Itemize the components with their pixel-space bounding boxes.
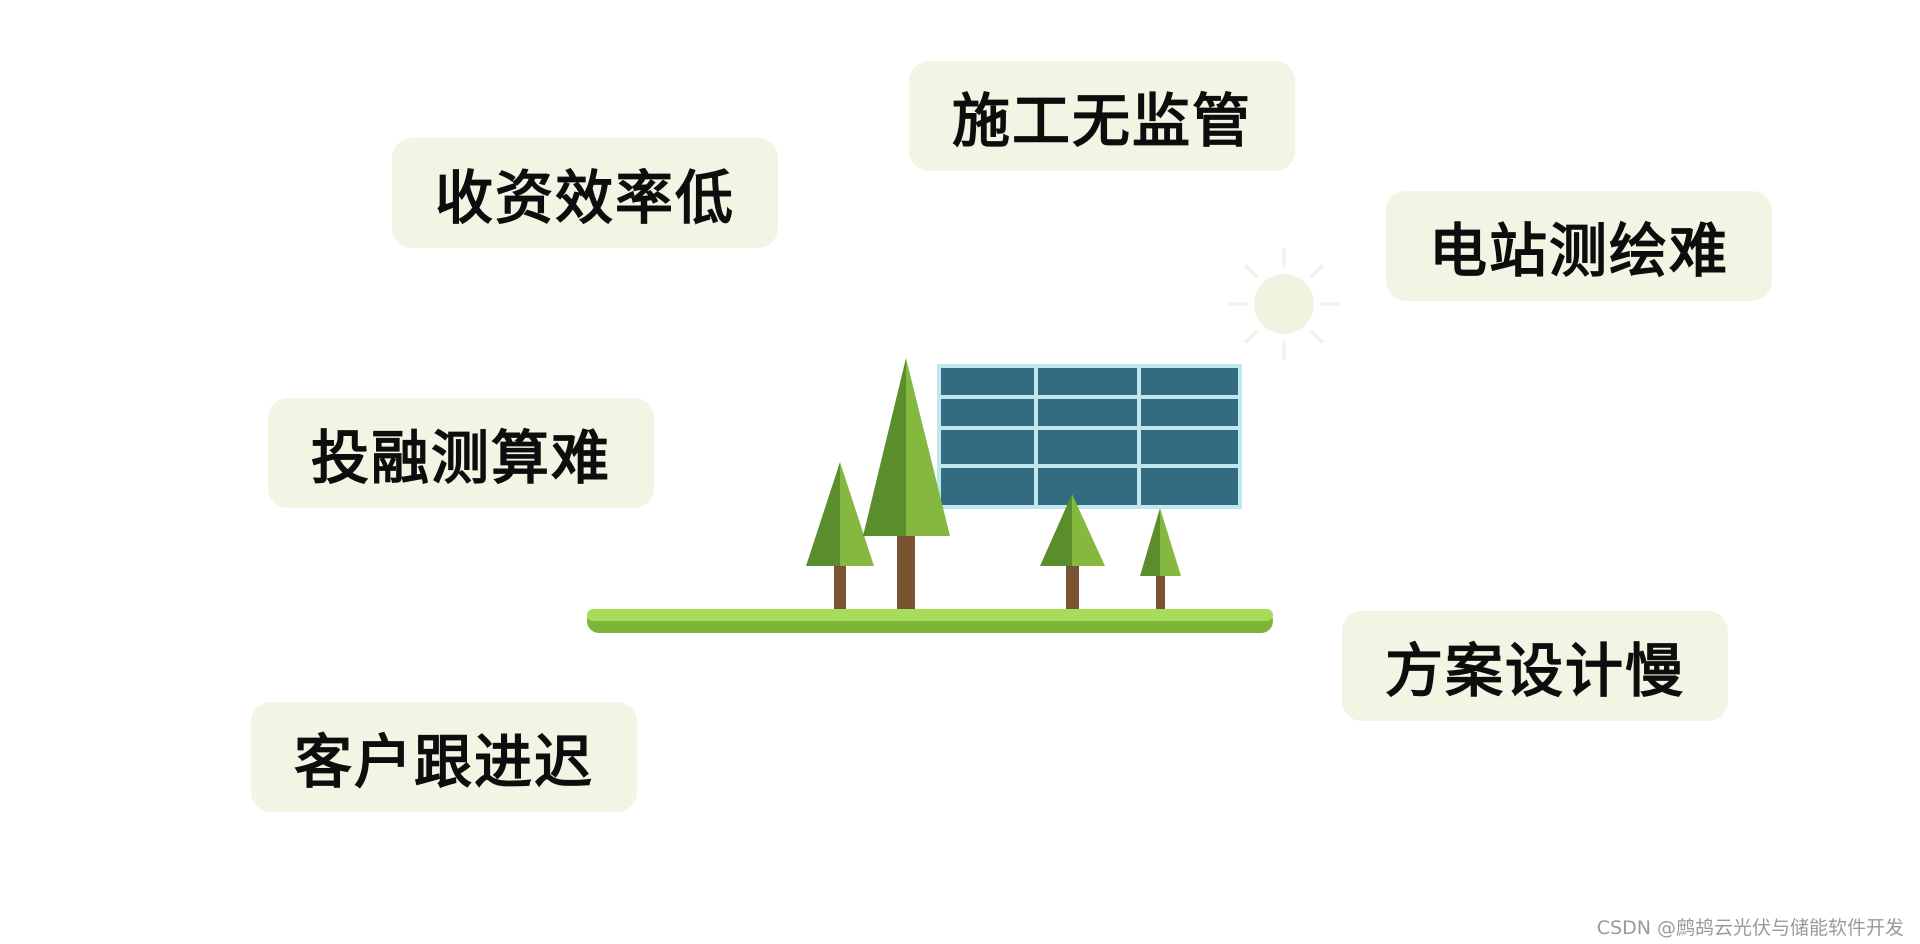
tag-solution-design-slow: 方案设计慢	[1342, 611, 1728, 721]
pine-tree-icon	[1040, 494, 1105, 566]
tree-trunks	[834, 534, 1165, 612]
sun-icon	[1228, 248, 1340, 360]
tag-label: 施工无监管	[951, 87, 1252, 155]
pine-tree-icon	[806, 462, 874, 566]
tag-label: 电站测绘难	[1428, 217, 1729, 285]
watermark: CSDN @鹧鸪云光伏与储能软件开发	[1596, 917, 1904, 939]
tag-financing-calculation-hard: 投融测算难	[268, 398, 654, 508]
tag-data-collection-inefficient: 收资效率低	[392, 138, 778, 248]
tag-label: 投融测算难	[310, 424, 611, 492]
pine-tree-icon	[1140, 508, 1181, 576]
tag-station-surveying-hard: 电站测绘难	[1386, 191, 1772, 301]
tag-customer-follow-up-late: 客户跟进迟	[251, 702, 637, 812]
tag-label: 客户跟进迟	[293, 728, 594, 796]
pine-tree-icon	[863, 358, 950, 536]
solar-panel-icon	[937, 364, 1242, 509]
tag-label: 收资效率低	[434, 164, 735, 232]
tag-construction-unsupervised: 施工无监管	[909, 61, 1295, 171]
tag-label: 方案设计慢	[1384, 637, 1685, 705]
ground-strip	[587, 609, 1273, 633]
